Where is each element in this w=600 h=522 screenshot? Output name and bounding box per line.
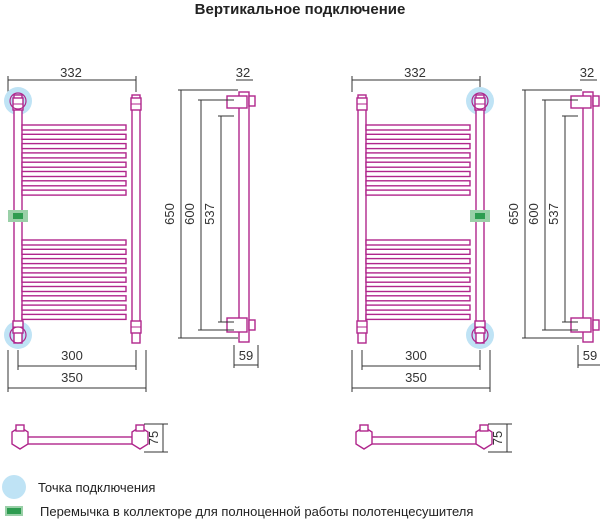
rung-4 bbox=[365, 152, 471, 159]
rung-7 bbox=[21, 180, 127, 187]
rung-4 bbox=[21, 152, 127, 159]
dim-label-75: 75 bbox=[146, 431, 161, 445]
rung-9 bbox=[21, 239, 127, 246]
inlet-ring-bottom bbox=[9, 326, 27, 344]
rung-10 bbox=[365, 248, 471, 256]
rung-8 bbox=[365, 189, 471, 196]
side-view-bracket-top bbox=[570, 95, 592, 109]
plan-view-left-cap bbox=[359, 424, 369, 432]
plan-view-right-cap bbox=[135, 424, 145, 432]
rung-9 bbox=[365, 239, 471, 246]
connection-point-icon bbox=[2, 475, 26, 499]
rung-1 bbox=[365, 124, 471, 131]
rung-17 bbox=[21, 313, 127, 321]
dim-label-300: 300 bbox=[61, 348, 83, 363]
legend-connection-row: Точка подключения bbox=[0, 475, 156, 499]
plan-view-left-cap bbox=[15, 424, 25, 432]
diagram-left-variant: 332 32 650 600 537 300 350 59 75 bbox=[4, 65, 259, 453]
rung-2 bbox=[21, 133, 127, 141]
rung-13 bbox=[21, 276, 127, 283]
dim-label-32: 32 bbox=[236, 65, 250, 80]
jumper-icon bbox=[5, 506, 23, 516]
dim-label-59: 59 bbox=[583, 348, 597, 363]
legend-jumper-label: Перемычка в коллекторе для полноценной р… bbox=[40, 503, 474, 519]
dim-label-75: 75 bbox=[490, 431, 505, 445]
rung-10 bbox=[21, 248, 127, 256]
rung-15 bbox=[21, 295, 127, 302]
jumper-marker bbox=[475, 213, 485, 219]
rung-5 bbox=[365, 161, 471, 168]
dim-label-350: 350 bbox=[405, 370, 427, 385]
dim-label-32: 32 bbox=[580, 65, 594, 80]
legend-jumper-row: Перемычка в коллекторе для полноценной р… bbox=[0, 500, 473, 522]
dim-label-537: 537 bbox=[202, 203, 217, 225]
rung-2 bbox=[365, 133, 471, 141]
side-view-mount-top bbox=[592, 95, 600, 107]
rung-12 bbox=[365, 267, 471, 274]
diagram-right-variant: 332 32 650 600 537 300 350 59 75 bbox=[351, 65, 600, 453]
inlet-ring-top bbox=[471, 92, 489, 110]
rung-3 bbox=[21, 142, 127, 150]
page-title: Вертикальное подключение bbox=[194, 1, 406, 18]
dim-label-650: 650 bbox=[506, 203, 521, 225]
plan-view-right-cap bbox=[479, 424, 489, 432]
rung-6 bbox=[365, 170, 471, 178]
dim-label-332: 332 bbox=[404, 65, 426, 80]
inlet-ring-bottom bbox=[471, 326, 489, 344]
dim-label-332: 332 bbox=[60, 65, 82, 80]
plan-view-bar bbox=[21, 436, 141, 445]
rung-7 bbox=[365, 180, 471, 187]
dim-label-600: 600 bbox=[526, 203, 541, 225]
side-view-mount-top bbox=[248, 95, 256, 107]
dim-label-600: 600 bbox=[182, 203, 197, 225]
dim-label-59: 59 bbox=[239, 348, 253, 363]
side-view-collector bbox=[582, 91, 594, 343]
side-view-collector bbox=[238, 91, 250, 343]
side-view-bracket-top bbox=[226, 95, 248, 109]
rung-1 bbox=[21, 124, 127, 131]
rung-6 bbox=[21, 170, 127, 178]
legend-connection-label: Точка подключения bbox=[38, 479, 156, 495]
rung-5 bbox=[21, 161, 127, 168]
rung-16 bbox=[21, 304, 127, 311]
side-view-mount-bottom bbox=[592, 319, 600, 331]
rung-13 bbox=[365, 276, 471, 283]
rung-3 bbox=[365, 142, 471, 150]
dim-label-350: 350 bbox=[61, 370, 83, 385]
dim-label-650: 650 bbox=[162, 203, 177, 225]
rung-17 bbox=[365, 313, 471, 321]
rung-16 bbox=[365, 304, 471, 311]
rung-12 bbox=[21, 267, 127, 274]
rung-14 bbox=[21, 285, 127, 293]
collector-left bbox=[357, 94, 367, 344]
collector-right bbox=[131, 94, 141, 344]
plan-view-bar bbox=[365, 436, 485, 445]
jumper-marker bbox=[13, 213, 23, 219]
inlet-ring-top bbox=[9, 92, 27, 110]
dim-label-537: 537 bbox=[546, 203, 561, 225]
rung-11 bbox=[365, 257, 471, 265]
dim-label-300: 300 bbox=[405, 348, 427, 363]
rung-11 bbox=[21, 257, 127, 265]
rung-8 bbox=[21, 189, 127, 196]
side-view-mount-bottom bbox=[248, 319, 256, 331]
rung-15 bbox=[365, 295, 471, 302]
rung-14 bbox=[365, 285, 471, 293]
